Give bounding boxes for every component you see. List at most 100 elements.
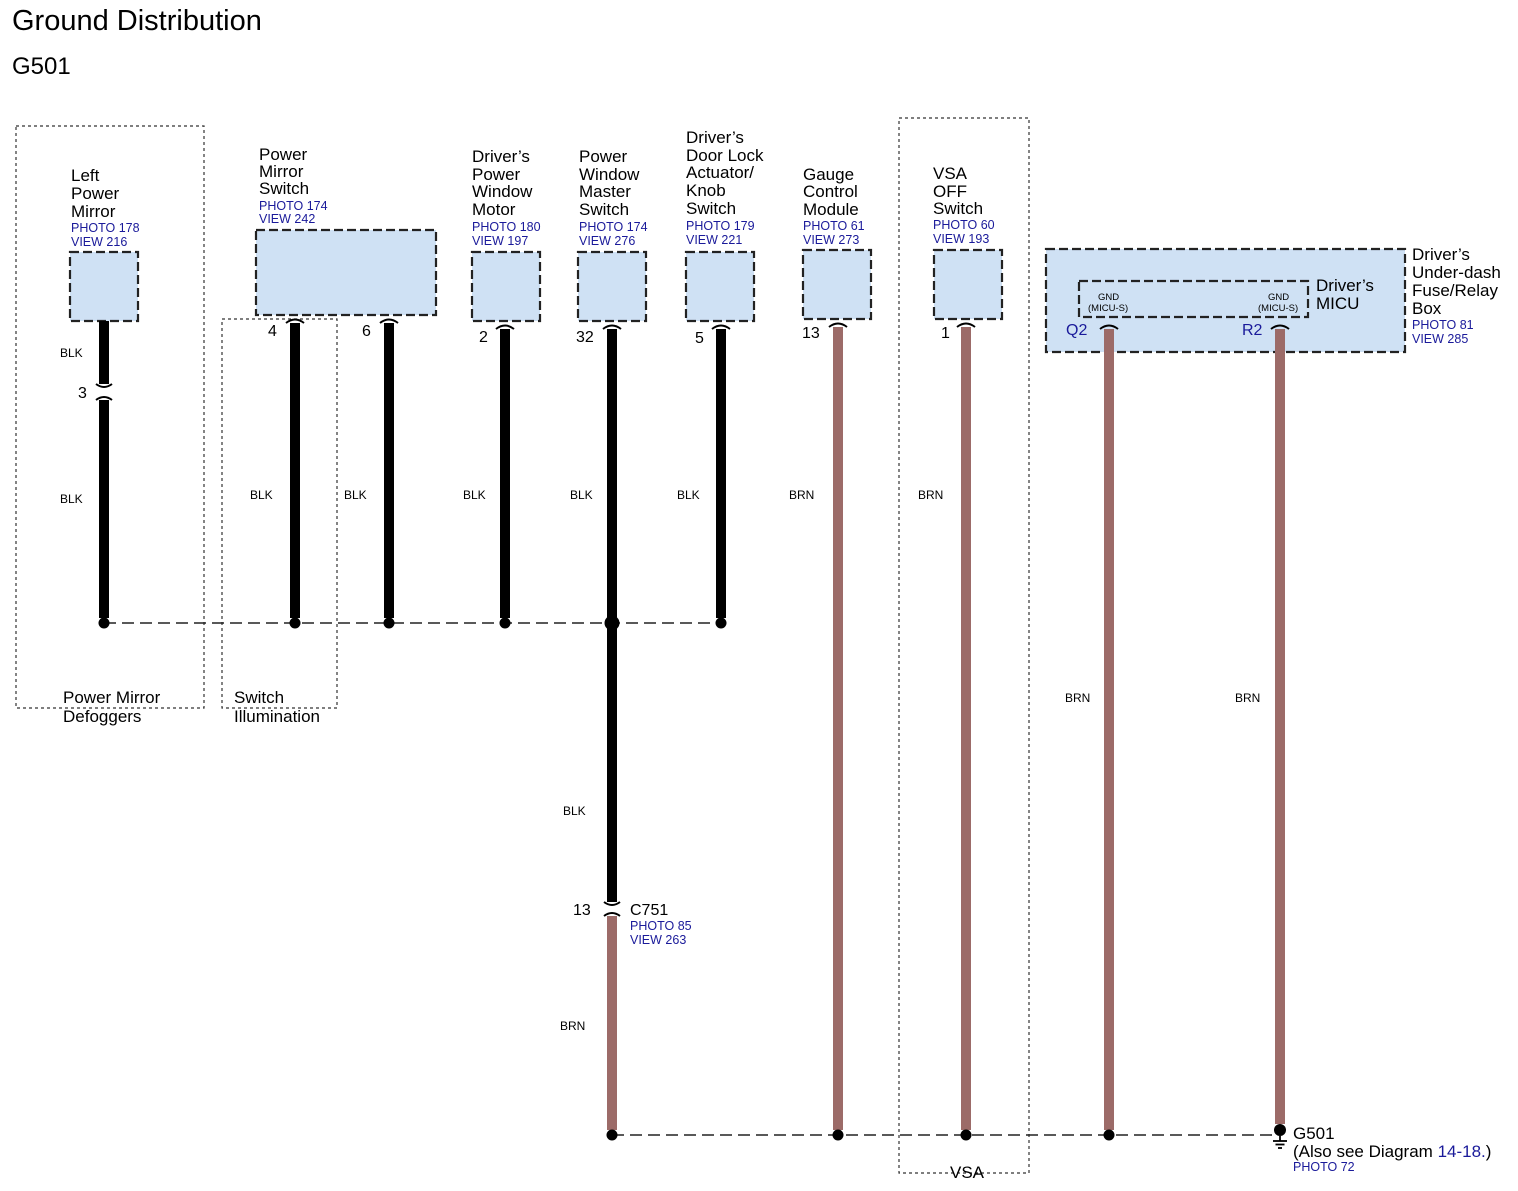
gauge-wire-color: BRN	[789, 488, 814, 502]
door-lock-label: Driver’s Door Lock Actuator/ Knob Switch	[686, 128, 768, 218]
fuse-box-photo-ref[interactable]: PHOTO 81	[1412, 318, 1474, 332]
window-motor-wire-color: BLK	[463, 488, 486, 502]
vsa-switch-photo-ref[interactable]: PHOTO 60	[933, 218, 995, 232]
c751-photo-ref[interactable]: PHOTO 85	[630, 919, 692, 933]
inline-connector-top-mark	[95, 383, 113, 388]
micu-pin-q2: Q2	[1066, 322, 1087, 339]
door-lock-wire-color: BLK	[677, 488, 700, 502]
gauge-view-ref[interactable]: VIEW 273	[803, 233, 859, 247]
inline-connector-bottom-mark	[95, 396, 113, 401]
gauge-pin-mark	[828, 322, 848, 328]
vsa-switch-pin: 1	[941, 325, 950, 342]
illumination-group-outline	[221, 318, 338, 709]
vsa-group-outline	[898, 117, 1030, 1174]
master-switch-trunk-color-blk: BLK	[563, 804, 586, 818]
junction-dot-mirror-switch-6	[383, 617, 395, 629]
mirror-switch-view-ref[interactable]: VIEW 242	[259, 212, 315, 226]
micu-pin-r2: R2	[1242, 322, 1263, 339]
mirror-switch-pin-6-mark	[379, 318, 399, 324]
defoggers-group-outline	[15, 125, 205, 709]
master-switch-wire-color: BLK	[570, 488, 593, 502]
master-switch-view-ref[interactable]: VIEW 276	[579, 234, 635, 248]
junction-dot-micu-q2	[1103, 1129, 1115, 1141]
left-mirror-inline-pin: 3	[78, 385, 87, 402]
window-motor-pin: 2	[479, 329, 488, 346]
page-title: Ground Distribution	[12, 5, 262, 37]
fuse-box-label: Driver’s Under-dash Fuse/Relay Box	[1412, 245, 1506, 318]
micu-gnd-sub-q2: (MICU-S)	[1088, 303, 1128, 314]
mirror-switch-photo-ref[interactable]: PHOTO 174	[259, 199, 328, 213]
vsa-switch-label: VSA OFF Switch	[933, 164, 983, 218]
left-mirror-view-ref[interactable]: VIEW 216	[71, 235, 127, 249]
c751-top-mark	[603, 901, 621, 906]
master-switch-label: Power Window Master Switch	[579, 147, 644, 219]
master-switch-component[interactable]	[576, 250, 648, 323]
micu-component[interactable]	[1077, 279, 1310, 319]
vsa-switch-wire-color: BRN	[918, 488, 943, 502]
left-mirror-component[interactable]	[68, 250, 140, 323]
master-switch-pin: 32	[576, 329, 594, 346]
micu-gnd-label-r2: GND	[1268, 292, 1289, 303]
ground-photo-ref[interactable]: PHOTO 72	[1293, 1160, 1355, 1174]
c751-view-ref[interactable]: VIEW 263	[630, 933, 686, 947]
diagram-link[interactable]: 14-18.	[1438, 1142, 1486, 1161]
window-motor-view-ref[interactable]: VIEW 197	[472, 234, 528, 248]
door-lock-component[interactable]	[684, 250, 756, 323]
mirror-switch-label: Power Mirror Switch	[259, 145, 312, 198]
master-switch-photo-ref[interactable]: PHOTO 174	[579, 220, 648, 234]
ground-icon[interactable]	[1273, 1124, 1287, 1149]
micu-q2-pin-mark	[1099, 324, 1119, 330]
left-mirror-wire-color-lower: BLK	[60, 492, 83, 506]
vsa-switch-component[interactable]	[932, 248, 1004, 321]
master-switch-pin-mark	[602, 324, 622, 330]
micu-q2-wire-color: BRN	[1065, 691, 1090, 705]
vsa-switch-view-ref[interactable]: VIEW 193	[933, 232, 989, 246]
defoggers-group-label: Power Mirror Defoggers	[63, 688, 165, 726]
c751-pin: 13	[573, 902, 591, 919]
mirror-switch-pin-4-mark	[285, 318, 305, 324]
micu-gnd-sub-r2: (MICU-S)	[1258, 303, 1298, 314]
gauge-component[interactable]	[801, 248, 873, 321]
gauge-pin: 13	[802, 325, 820, 342]
mirror-switch-pin-4: 4	[268, 323, 277, 340]
window-motor-pin-mark	[495, 324, 515, 330]
junction-dot-vsa	[960, 1129, 972, 1141]
master-switch-trunk-color-brn: BRN	[560, 1019, 585, 1033]
c751-bottom-mark	[603, 912, 621, 917]
mirror-switch-pin-6: 6	[362, 323, 371, 340]
junction-dot-trunk	[606, 1129, 618, 1141]
left-mirror-wire-color-upper: BLK	[60, 346, 83, 360]
door-lock-view-ref[interactable]: VIEW 221	[686, 233, 742, 247]
micu-r2-wire-color: BRN	[1235, 691, 1260, 705]
mirror-switch-component[interactable]	[254, 228, 438, 317]
junction-dot-left-mirror	[98, 617, 110, 629]
vsa-switch-pin-mark	[956, 322, 976, 328]
junction-dot-master-switch	[604, 615, 620, 631]
mirror-switch-wire-color-4: BLK	[250, 488, 273, 502]
gauge-label: Gauge Control Module	[803, 165, 863, 219]
left-mirror-label: Left Power Mirror	[71, 166, 124, 221]
door-lock-pin-mark	[711, 324, 731, 330]
junction-dot-window-motor	[499, 617, 511, 629]
junction-dot-mirror-switch-4	[289, 617, 301, 629]
junction-dot-door-lock	[715, 617, 727, 629]
window-motor-photo-ref[interactable]: PHOTO 180	[472, 220, 541, 234]
window-motor-label: Driver’s Power Window Motor	[472, 147, 537, 219]
micu-label: Driver’s MICU	[1316, 276, 1379, 313]
fuse-box-view-ref[interactable]: VIEW 285	[1412, 332, 1468, 346]
micu-gnd-label-q2: GND	[1098, 292, 1119, 303]
left-mirror-photo-ref[interactable]: PHOTO 178	[71, 221, 140, 235]
ground-note: (Also see Diagram 14-18.)	[1293, 1142, 1491, 1161]
window-motor-component[interactable]	[470, 250, 542, 323]
mirror-switch-wire-color-6: BLK	[344, 488, 367, 502]
door-lock-pin: 5	[695, 330, 704, 347]
vsa-group-label: VSA	[950, 1163, 985, 1182]
gauge-photo-ref[interactable]: PHOTO 61	[803, 219, 865, 233]
illumination-group-label: Switch Illumination	[234, 688, 320, 726]
micu-r2-pin-mark	[1270, 324, 1290, 330]
page-subtitle: G501	[12, 53, 71, 80]
ground-label: G501	[1293, 1124, 1335, 1143]
door-lock-photo-ref[interactable]: PHOTO 179	[686, 219, 755, 233]
junction-dot-gauge	[832, 1129, 844, 1141]
